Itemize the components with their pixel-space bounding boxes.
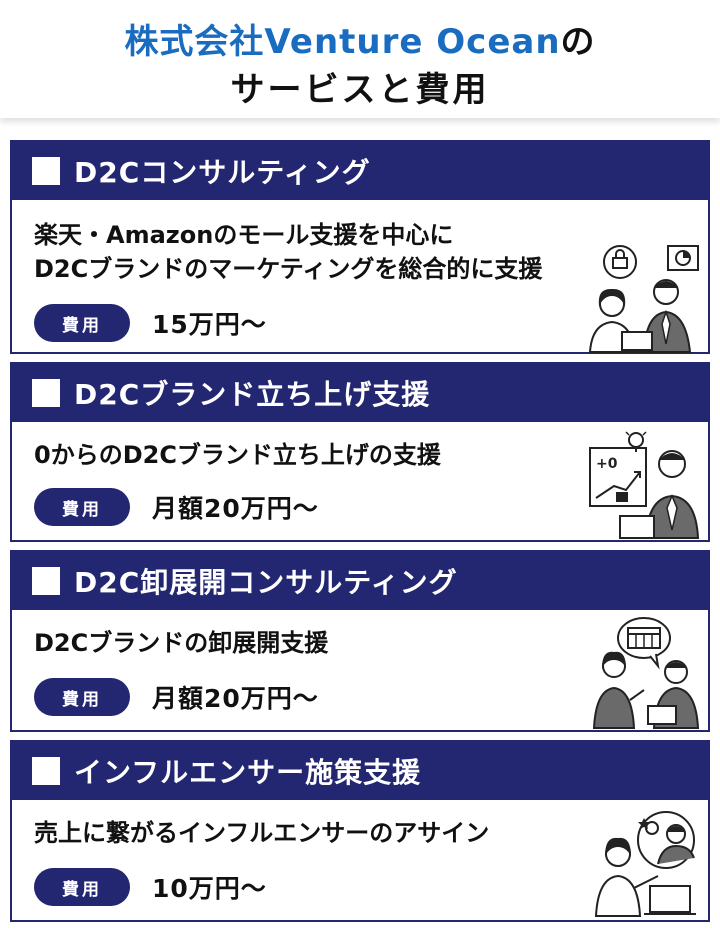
fee-badge: 費用 (34, 304, 130, 342)
wholesale-store-illustration (592, 617, 700, 729)
card-description: 売上に繋がるインフルエンサーのアサイン (34, 816, 489, 850)
description-line: D2Cブランドの卸展開支援 (34, 629, 329, 657)
card-description: D2Cブランドの卸展開支援 (34, 626, 328, 660)
fee-row: 費用 10万円～ (34, 868, 267, 906)
plus-zero-label: +0 (596, 456, 618, 472)
card-header: D2Cコンサルティング (12, 142, 708, 200)
header: 株式会社Venture Oceanの サービスと費用 (0, 0, 720, 118)
fee-row: 費用 月額20万円～ (34, 678, 319, 716)
description-line: D2Cブランドのマーケティングを総合的に支援 (34, 255, 543, 283)
fee-row: 費用 月額20万円～ (34, 488, 319, 526)
description-line: 売上に繋がるインフルエンサーのアサイン (34, 819, 490, 847)
brand-launch-illustration: +0 (589, 431, 700, 539)
card-header: D2C卸展開コンサルティング (12, 552, 708, 610)
fee-value: 月額20万円～ (152, 494, 319, 523)
card-title: D2Cコンサルティング (74, 156, 371, 189)
page-title: 株式会社Venture Oceanの (0, 14, 720, 63)
square-bullet-icon (32, 157, 60, 185)
card-title: D2Cブランド立ち上げ支援 (74, 378, 431, 411)
square-bullet-icon (32, 379, 60, 407)
service-card-brand-launch: D2Cブランド立ち上げ支援 0からのD2Cブランド立ち上げの支援 費用 月額20… (10, 362, 710, 542)
page-subtitle: サービスと費用 (230, 70, 490, 110)
title-particle: の (560, 22, 596, 62)
card-description: 楽天・Amazonのモール支援を中心に D2Cブランドのマーケティングを総合的に… (34, 218, 542, 286)
fee-badge: 費用 (34, 678, 130, 716)
service-card-d2c-consulting: D2Cコンサルティング 楽天・Amazonのモール支援を中心に D2Cブランドの… (10, 140, 710, 354)
square-bullet-icon (32, 567, 60, 595)
card-description: 0からのD2Cブランド立ち上げの支援 (34, 438, 441, 472)
card-title: インフルエンサー施策支援 (74, 756, 422, 789)
card-header: D2Cブランド立ち上げ支援 (12, 364, 708, 422)
fee-value: 月額20万円～ (152, 684, 319, 713)
card-header: インフルエンサー施策支援 (12, 742, 708, 800)
service-card-wholesale: D2C卸展開コンサルティング D2Cブランドの卸展開支援 費用 月額20万円～ (10, 550, 710, 732)
description-line: 0からのD2Cブランド立ち上げの支援 (34, 441, 441, 469)
fee-row: 費用 15万円～ (34, 304, 267, 342)
card-title: D2C卸展開コンサルティング (74, 566, 458, 599)
fee-badge: 費用 (34, 868, 130, 906)
title-company: 株式会社Venture Ocean (124, 22, 561, 62)
fee-badge: 費用 (34, 488, 130, 526)
fee-value: 15万円～ (152, 310, 267, 339)
fee-value: 10万円～ (152, 874, 267, 903)
consulting-meeting-illustration (588, 245, 699, 353)
description-line: 楽天・Amazonのモール支援を中心に (34, 221, 454, 249)
service-card-influencer: インフルエンサー施策支援 売上に繋がるインフルエンサーのアサイン 費用 10万円… (10, 740, 710, 922)
square-bullet-icon (32, 757, 60, 785)
influencer-illustration (594, 811, 696, 917)
